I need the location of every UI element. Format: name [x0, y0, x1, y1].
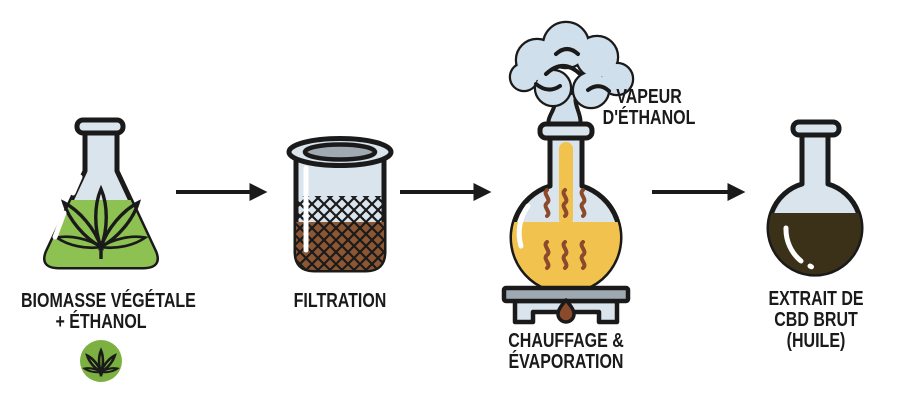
- green-leaf-badge-icon: [80, 340, 122, 382]
- mesh-pattern: [296, 196, 384, 270]
- stage-label-line: FILTRATION: [293, 290, 387, 312]
- stage-label-line: CBD BRUT: [774, 309, 858, 331]
- stage-label-line: (HUILE): [786, 330, 846, 352]
- vapor-cloud-icon: [508, 20, 635, 110]
- hot-plate-icon: [501, 285, 631, 325]
- stage-label-line: + ÉTHANOL: [55, 311, 147, 333]
- filter-beaker-icon: [286, 136, 394, 273]
- heating-flask-group: [501, 20, 635, 325]
- stage-label-biomasse: BIOMASSE VÉGÉTALE + ÉTHANOL: [1, 291, 201, 333]
- stage-label-filtration: FILTRATION: [240, 291, 440, 312]
- burner-drop-icon: [556, 298, 576, 324]
- stage-label-line: BIOMASSE VÉGÉTALE: [21, 290, 196, 312]
- extract-flask-icon: [766, 119, 864, 277]
- annotation-line: VAPEUR: [616, 86, 682, 108]
- erlenmeyer-flask-icon: [43, 117, 159, 270]
- stage-label-line: CHAUFFAGE &: [508, 330, 624, 352]
- annotation-vapeur: VAPEUR D'ÉTHANOL: [588, 87, 710, 129]
- annotation-line: D'ÉTHANOL: [602, 107, 696, 129]
- stage-label-extrait: EXTRAIT DE CBD BRUT (HUILE): [716, 289, 901, 352]
- stage-label-line: ÉVAPORATION: [508, 351, 624, 373]
- stage-label-line: EXTRAIT DE: [768, 288, 864, 310]
- stage-label-chauffage: CHAUFFAGE & ÉVAPORATION: [466, 331, 666, 373]
